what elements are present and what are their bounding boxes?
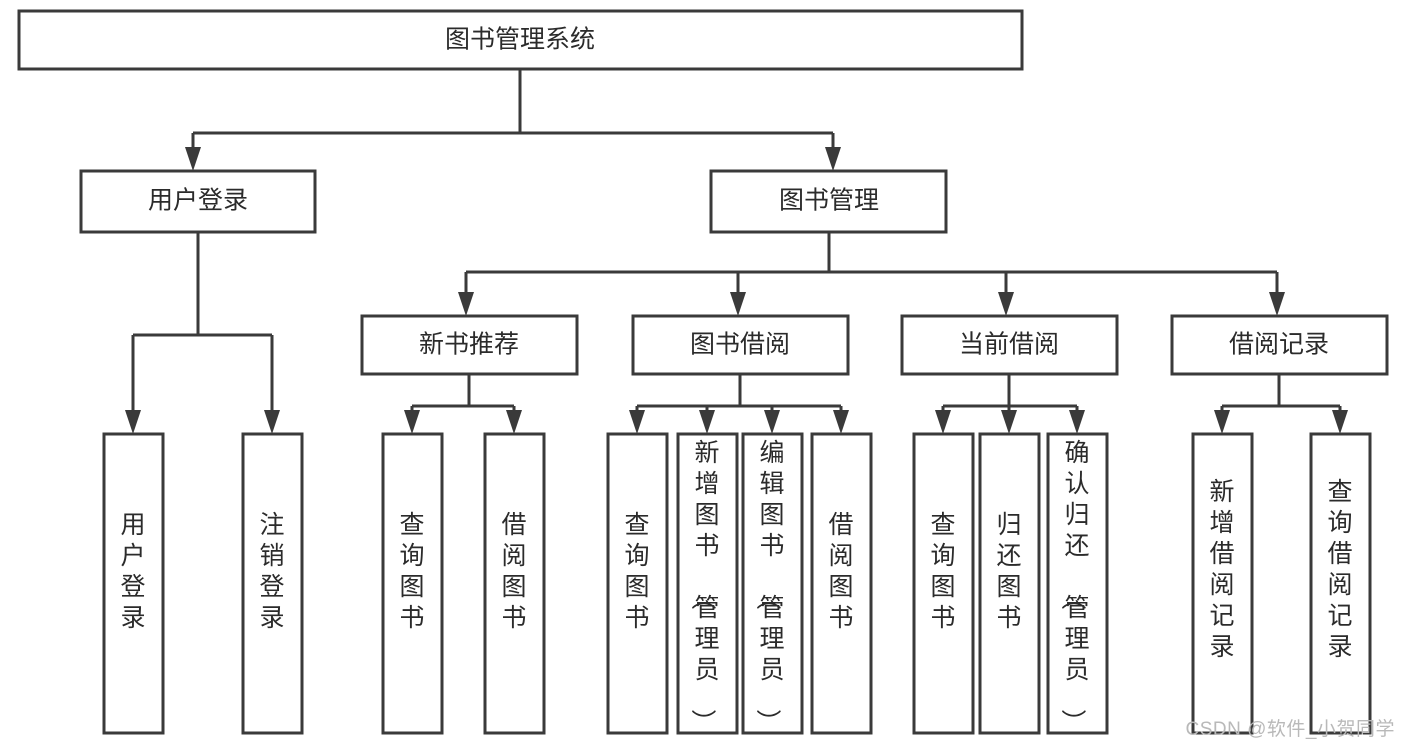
csdn-watermark: CSDN @软件_小贺同学 [1185, 719, 1395, 740]
leaf-logout-box[interactable] [241, 432, 304, 735]
connector-root-to-level2 [191, 69, 835, 158]
connector-bookborrow-to-leaves [635, 374, 843, 412]
leaf-node-add-record[interactable]: 新增借阅记录 [1191, 432, 1254, 735]
leaf-node-query-record[interactable]: 查询借阅记录 [1309, 432, 1372, 735]
arrowhead-leaf-borrow-book-1 [506, 410, 522, 434]
arrowhead-leaf-edit-book [764, 410, 780, 434]
leaf-node-edit-book[interactable]: 编辑图书（管理员） [741, 432, 804, 735]
arrowhead-leaf-add-record [1214, 410, 1230, 434]
node-user-login[interactable]: 用户登录 [79, 169, 317, 234]
arrowhead-leaf-borrow-book-2 [833, 410, 849, 434]
node-book-borrow[interactable]: 图书借阅 [631, 314, 850, 376]
leaf-node-user-login[interactable]: 用户登录 [102, 432, 165, 735]
leaf-user-login-label: 用户登录 [120, 511, 145, 632]
node-new-book-recommend-box[interactable] [360, 314, 579, 376]
leaf-confirm-return-box[interactable] [1046, 432, 1109, 735]
leaf-query-book-1-box[interactable] [381, 432, 444, 735]
node-borrow-record[interactable]: 借阅记录 [1170, 314, 1389, 376]
connector-newbook-to-leaves [410, 374, 516, 412]
leaf-query-book-1-label: 查询图书 [399, 511, 424, 632]
leaf-node-confirm-return[interactable]: 确认归还（管理员） [1046, 432, 1109, 735]
arrowhead-leaf-query-book-3 [935, 410, 951, 434]
node-book-borrow-label: 图书借阅 [690, 331, 790, 359]
leaf-node-borrow-book-2[interactable]: 借阅图书 [810, 432, 873, 735]
arrowhead-leaf-logout [264, 410, 280, 434]
leaf-user-login-box[interactable] [102, 432, 165, 735]
connector-bookmgmt-to-level3 [464, 232, 1279, 297]
leaf-query-record-box[interactable] [1309, 432, 1372, 735]
arrowhead-leaf-confirm-return [1069, 410, 1085, 434]
leaf-node-return-book[interactable]: 归还图书 [978, 432, 1041, 735]
leaf-edit-book-label: 编辑图书（管理员） [753, 439, 784, 734]
node-current-borrow-label: 当前借阅 [959, 331, 1059, 359]
arrowhead-user-login [185, 147, 201, 171]
arrowhead-leaf-add-book [699, 410, 715, 434]
node-book-management-label: 图书管理 [779, 187, 879, 215]
node-root-label: 图书管理系统 [445, 26, 595, 54]
leaf-return-book-label: 归还图书 [996, 511, 1021, 632]
arrowhead-leaf-user-login [125, 410, 141, 434]
leaf-borrow-book-1-label: 借阅图书 [501, 511, 526, 632]
leaf-confirm-return-label: 确认归还（管理员） [1058, 439, 1089, 734]
connector-userlogin-to-leaves [131, 232, 274, 412]
leaf-edit-book-box[interactable] [741, 432, 804, 735]
node-borrow-record-box[interactable] [1170, 314, 1389, 376]
node-book-management[interactable]: 图书管理 [709, 169, 948, 234]
leaf-query-book-3-box[interactable] [912, 432, 975, 735]
leaf-add-record-box[interactable] [1191, 432, 1254, 735]
node-root[interactable]: 图书管理系统 [17, 9, 1024, 71]
node-book-borrow-box[interactable] [631, 314, 850, 376]
node-new-book-recommend-label: 新书推荐 [419, 331, 519, 359]
arrowhead-book-management [825, 147, 841, 171]
leaf-logout-label: 注销登录 [259, 511, 284, 632]
arrowhead-current-borrow [998, 292, 1014, 316]
leaf-return-book-box[interactable] [978, 432, 1041, 735]
leaf-query-record-label: 查询借阅记录 [1327, 478, 1352, 661]
leaf-query-book-2-label: 查询图书 [624, 511, 649, 632]
arrowhead-leaf-query-record [1332, 410, 1348, 434]
arrowhead-leaf-query-book-2 [629, 410, 645, 434]
leaf-add-book-box[interactable] [676, 432, 739, 735]
node-user-login-box[interactable] [79, 169, 317, 234]
leaf-node-add-book[interactable]: 新增图书（管理员） [676, 432, 739, 735]
node-new-book-recommend[interactable]: 新书推荐 [360, 314, 579, 376]
node-user-login-label: 用户登录 [148, 187, 248, 215]
node-current-borrow[interactable]: 当前借阅 [900, 314, 1119, 376]
leaf-node-borrow-book-1[interactable]: 借阅图书 [483, 432, 546, 735]
leaf-add-record-label: 新增借阅记录 [1209, 478, 1234, 661]
arrowhead-new-book-recommend [458, 292, 474, 316]
connector-currentborrow-to-leaves [941, 374, 1079, 412]
arrowhead-leaf-return-book [1001, 410, 1017, 434]
leaf-borrow-book-2-label: 借阅图书 [828, 511, 853, 632]
arrowhead-borrow-record [1269, 292, 1285, 316]
leaf-node-query-book-2[interactable]: 查询图书 [606, 432, 669, 735]
leaf-node-logout[interactable]: 注销登录 [241, 432, 304, 735]
node-book-management-box[interactable] [709, 169, 948, 234]
leaf-borrow-book-2-box[interactable] [810, 432, 873, 735]
leaf-borrow-book-1-box[interactable] [483, 432, 546, 735]
leaf-query-book-3-label: 查询图书 [930, 511, 955, 632]
connector-borrowrecord-to-leaves [1220, 374, 1342, 412]
leaf-node-query-book-3[interactable]: 查询图书 [912, 432, 975, 735]
node-root-box[interactable] [17, 9, 1024, 71]
node-current-borrow-box[interactable] [900, 314, 1119, 376]
arrowhead-book-borrow [730, 292, 746, 316]
node-borrow-record-label: 借阅记录 [1229, 331, 1329, 359]
leaf-add-book-label: 新增图书（管理员） [688, 439, 719, 734]
leaf-node-query-book-1[interactable]: 查询图书 [381, 432, 444, 735]
arrowhead-leaf-query-book-1 [404, 410, 420, 434]
leaf-query-book-2-box[interactable] [606, 432, 669, 735]
